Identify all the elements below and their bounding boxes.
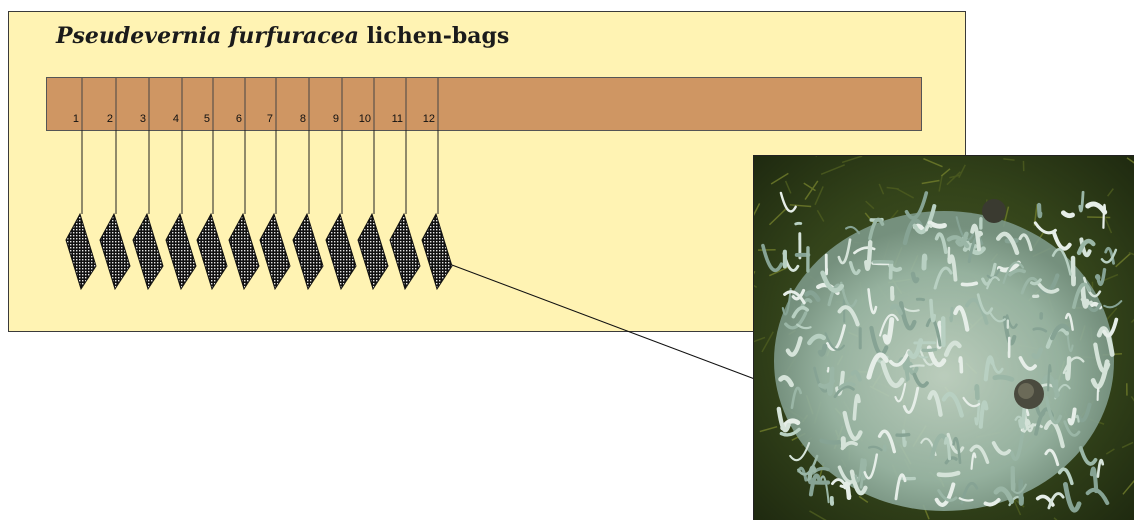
lichen-photo-graphic — [754, 156, 1134, 520]
bag-number: 2 — [107, 113, 113, 125]
lichen-bag — [390, 214, 420, 289]
lichen-bag — [166, 214, 196, 289]
lichen-bag — [100, 214, 130, 289]
bag-number: 11 — [392, 113, 403, 125]
bag-number: 6 — [236, 113, 242, 125]
callout-line — [452, 265, 760, 381]
bag-number: 5 — [204, 113, 210, 125]
bag-number: 9 — [333, 113, 339, 125]
lichen-photo — [753, 155, 1134, 520]
bag-number: 12 — [423, 113, 435, 125]
lichen-bag — [229, 214, 259, 289]
bag-number: 1 — [73, 113, 79, 125]
lichen-bag — [197, 214, 227, 289]
lichen-bag — [260, 214, 290, 289]
lichen-bag — [326, 214, 356, 289]
lichen-bag — [66, 214, 96, 289]
bag-number: 4 — [173, 113, 179, 125]
lichen-bag — [422, 214, 452, 289]
lichen-bag — [358, 214, 388, 289]
bag-number: 3 — [140, 113, 146, 125]
lichen-bag — [133, 214, 163, 289]
bag-number: 10 — [359, 113, 371, 125]
bag-number: 7 — [267, 113, 273, 125]
bag-number: 8 — [300, 113, 306, 125]
lichen-bag — [293, 214, 323, 289]
